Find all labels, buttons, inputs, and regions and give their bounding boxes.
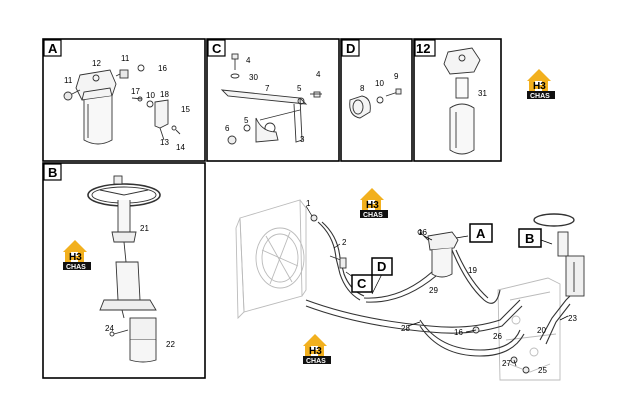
panel-c-label-3: 7 [265,84,270,93]
callout-d-box [371,257,393,276]
main-label-2: 2 [342,238,347,247]
panel-a-label-1: 12 [92,59,101,68]
panel-a-label-9: 13 [160,138,169,147]
panel-c-label-7: 6 [225,124,230,133]
main-labels: 1 2 16 19 29 28 16 26 20 23 27 25 [306,199,577,375]
svg-text:CHAS: CHAS [306,358,326,365]
svg-text:H3: H3 [309,346,322,357]
panel-c-label-5: 5 [297,84,302,93]
panel-d-label-1: 10 [375,79,384,88]
main-hoses [305,221,577,357]
svg-text:CHAS: CHAS [66,264,86,271]
callout-c-box [351,274,373,293]
panel-b-labels: 21 24 22 [105,224,175,349]
panel-a-letter: A [48,41,58,56]
callout-b-letter: B [525,231,534,246]
panel-a-frame [42,38,206,162]
panel-c-letter: C [212,41,222,56]
svg-text:CHAS: CHAS [530,93,550,100]
panel-a-label-6: 10 [146,91,155,100]
logo-panel-b: H3 CHAS [63,240,91,271]
panel-c-frame [206,38,340,162]
panel-frames [42,38,502,379]
main-label-11: 27 [502,359,511,368]
panel-b-frame [42,162,206,379]
svg-text:H3: H3 [533,81,546,92]
panel-c-drawing [220,53,322,145]
main-label-1: 1 [306,199,311,208]
panel-c-labels: 4 30 7 4 5 5 6 3 [225,56,321,144]
main-callout-boxes: A B C D [351,223,542,293]
panel-d-labels: 10 9 8 [360,72,399,93]
callout-b-box [518,228,542,248]
panel-d-label-2: 9 [394,72,399,81]
main-label-7: 16 [454,328,463,337]
panel-a-label-10: 14 [176,143,185,152]
panel-d-letter: D [346,41,355,56]
panel-b-label-3: 22 [166,340,175,349]
callout-d-letter: D [377,259,386,274]
panel-12-drawing [443,47,481,155]
main-label-12: 25 [538,366,547,375]
logo-top-right: H3 CHAS [527,69,555,100]
main-label-5: 29 [429,286,438,295]
panel-12-labels: 31 [478,89,487,98]
panel-b-label-1: 21 [140,224,149,233]
panel-c-label-6: 5 [244,116,249,125]
svg-text:CHAS: CHAS [363,212,383,219]
panel-a-labels: 12 11 16 11 17 10 18 15 13 14 [64,54,190,152]
panel-c-label-4: 4 [316,70,321,79]
panel-a-label-2: 11 [121,54,130,63]
main-machine-outline [235,199,561,381]
panel-d-label-3: 8 [360,84,365,93]
main-label-9: 20 [537,326,546,335]
panel-letter-tabs: A C D 12 B [43,39,436,181]
panel-a-label-5: 17 [131,87,140,96]
panel-c-label-8: 3 [300,135,305,144]
main-label-10: 23 [568,314,577,323]
panel-a-label-4: 11 [64,76,73,85]
panel-12-letter: 12 [416,41,430,56]
svg-text:H3: H3 [69,252,82,263]
panel-d-frame [340,38,413,162]
main-components [310,213,585,374]
panel-b-label-2: 24 [105,324,114,333]
panel-a-drawing [63,64,181,145]
svg-text:H3: H3 [366,200,379,211]
logo-center-bottom: H3 CHAS [303,334,331,365]
panel-b-drawing [87,175,161,363]
panel-a-label-8: 15 [181,105,190,114]
main-label-4: 19 [468,266,477,275]
panel-c-label-1: 4 [246,56,251,65]
panel-d-drawing [349,88,402,119]
panel-a-label-3: 16 [158,64,167,73]
panel-b-letter: B [48,165,57,180]
callout-a-box [469,223,493,243]
callout-c-letter: C [357,276,367,291]
main-label-8: 26 [493,332,502,341]
panel-12-label-1: 31 [478,89,487,98]
panel-a-label-7: 18 [160,90,169,99]
main-label-3: 16 [418,228,427,237]
callout-a-letter: A [476,226,486,241]
panel-c-label-2: 30 [249,73,258,82]
main-label-6: 28 [401,324,410,333]
panel-12-frame [413,38,502,162]
logo-center-top: H3 CHAS [360,188,388,219]
